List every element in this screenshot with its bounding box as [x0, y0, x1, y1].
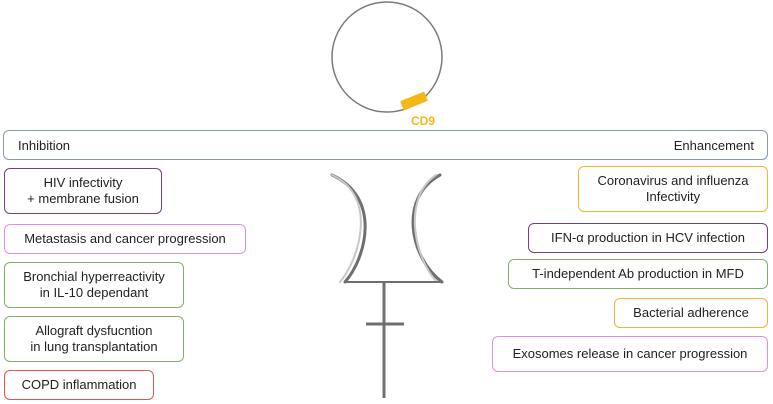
cd9-marker [400, 91, 428, 111]
inhibition-item-text: Metastasis and cancer progression [24, 231, 226, 246]
enhancement-item-text: Bacterial adherence [633, 305, 749, 320]
inhibition-item-text: COPD inflammation [21, 377, 137, 392]
inhibition-label: Inhibition [18, 138, 71, 153]
inhibition-item: Allograft dysfucntion in lung transplant… [4, 316, 184, 362]
inhibition-item: HIV infectivity + membrane fusion [4, 168, 162, 214]
vesicle-membrane [331, 1, 443, 113]
enhancement-item-text: Coronavirus and influenza Infectivity [597, 173, 749, 204]
right-curve [411, 173, 444, 284]
enhancement-item: Bacterial adherence [614, 298, 768, 328]
inhibition-enhancement-band: Inhibition Enhancement [3, 130, 768, 160]
enhancement-item: T-independent Ab production in MFD [508, 259, 768, 289]
inhibition-item-text: Bronchial hyperreactivity in IL-10 depen… [23, 269, 165, 300]
enhancement-item: Coronavirus and influenza Infectivity [578, 166, 768, 212]
inhibition-item-text: Allograft dysfucntion in lung transplant… [30, 323, 158, 354]
inhibition-item-text: HIV infectivity + membrane fusion [27, 175, 139, 206]
enhancement-item-text: IFN-α production in HCV infection [551, 230, 745, 245]
enhancement-item: IFN-α production in HCV infection [528, 223, 768, 253]
left-curve-shade [331, 174, 362, 283]
right-curve-shade [413, 174, 438, 283]
enhancement-label: Enhancement [673, 138, 754, 153]
cd9-label: CD9 [411, 114, 436, 128]
enhancement-item-text: T-independent Ab production in MFD [532, 266, 744, 281]
inhibition-item: Bronchial hyperreactivity in IL-10 depen… [4, 262, 184, 308]
enhancement-item: Exosomes release in cancer progression [492, 336, 768, 372]
inhibition-item: Metastasis and cancer progression [4, 224, 246, 254]
enhancement-item-text: Exosomes release in cancer progression [512, 346, 748, 361]
inhibition-item: COPD inflammation [4, 370, 154, 400]
